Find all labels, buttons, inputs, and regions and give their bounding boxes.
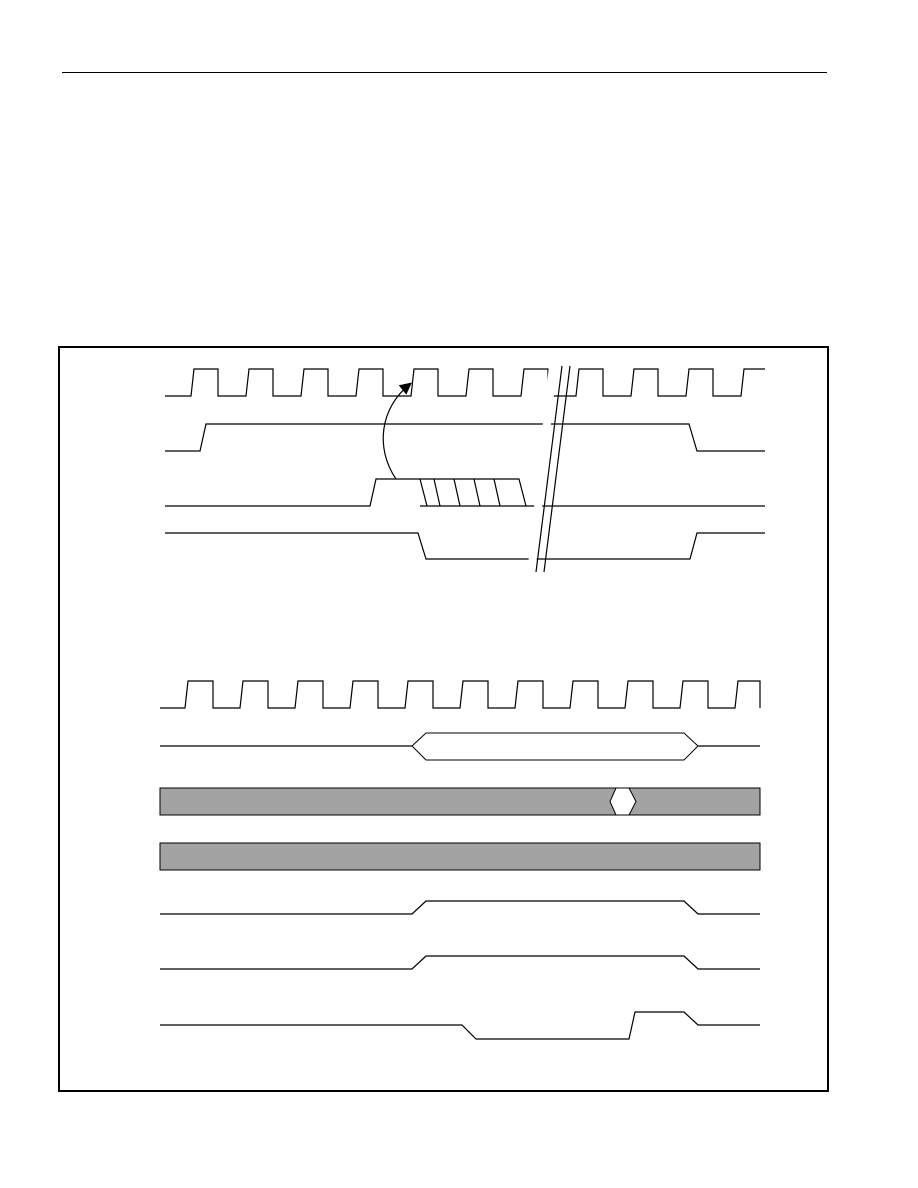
bottom-signal-6-waveform: [160, 955, 760, 970]
timing-diagram: [159, 365, 765, 1040]
bottom-clock-waveform: [160, 680, 761, 709]
top-signal-4-waveform: [165, 532, 765, 560]
timing-diagram-frame: [58, 346, 829, 1092]
bottom-bus-gray-with-transition: [159, 787, 761, 816]
bottom-timing-group: [159, 680, 761, 1040]
top-signal-2-waveform: [165, 423, 765, 452]
top-timing-group: [165, 365, 765, 574]
bottom-bus-gray: [159, 842, 761, 871]
causality-arrow: [382, 382, 412, 480]
bottom-signal-5-waveform: [160, 900, 760, 915]
top-clock-waveform: [165, 368, 765, 397]
header-rule: [62, 72, 827, 73]
top-signal-3-waveform: [165, 478, 765, 507]
time-break-marker: [527, 365, 571, 574]
bottom-signal-7-waveform: [160, 1011, 760, 1040]
bottom-bus-valid-window: [160, 732, 760, 761]
